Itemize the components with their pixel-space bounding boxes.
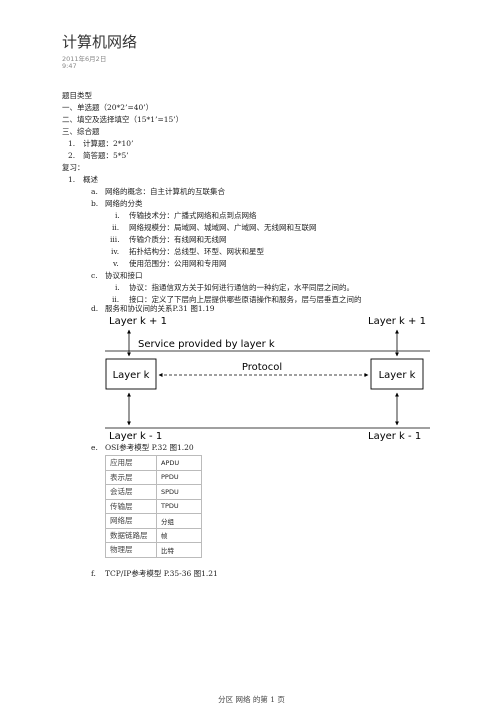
page-date: 2011年6月2日 — [62, 55, 107, 63]
item-e-label: e. — [91, 443, 98, 452]
item-b-label: b. — [91, 199, 99, 208]
osi-layer-unit: TPDU — [156, 498, 202, 514]
review-heading: 复习： — [62, 163, 85, 172]
osi-layer-name: 会话层 — [105, 484, 157, 500]
exam-sub-1: 计算题：2*10’ — [83, 139, 134, 148]
diagram-box-right-label: Layer k — [379, 370, 416, 381]
item-c-text: 协议和接口 — [105, 271, 143, 280]
item-c-label: c. — [91, 271, 98, 280]
b-i-text: 传输技术分：广播式网络和点到点网络 — [129, 211, 257, 220]
osi-layer-unit: 分组 — [156, 513, 202, 529]
diagram-bottom-left-label: Layer k - 1 — [109, 431, 162, 441]
exam-item-1: 一、单选题（20*2’=40’） — [62, 103, 154, 112]
b-iii-text: 传输介质分：有线网和无线网 — [129, 235, 227, 244]
exam-item-3: 三、综合题 — [62, 127, 100, 136]
diagram-box-right — [370, 358, 424, 390]
diagram-protocol-label: Protocol — [242, 362, 282, 373]
item-a-text: 网络的概念：自主计算机的互联集合 — [105, 187, 225, 196]
diagram-top-left-label: Layer k + 1 — [109, 316, 167, 327]
diagram-box-left-label: Layer k — [113, 370, 150, 381]
osi-layer-unit: SPDU — [156, 484, 202, 500]
page-footer: 分区 网络 的第 1 页 — [218, 695, 285, 704]
page-title: 计算机网络 — [62, 33, 138, 51]
exam-sub-2-num: 2. — [68, 151, 76, 160]
table-row: 网络层分组 — [105, 513, 202, 529]
item-e-text: OSI参考模型 P.32 图1.20 — [105, 443, 194, 452]
c-ii-label: ii. — [112, 295, 120, 304]
b-v-text: 使用范围分：公用网和专用网 — [129, 259, 227, 268]
item-f-label: f. — [91, 569, 96, 578]
b-iv-text: 拓扑结构分：总线型、环型、网状和星型 — [129, 247, 264, 256]
osi-layer-unit: 帧 — [156, 527, 202, 543]
b-ii-label: ii. — [112, 223, 120, 232]
table-row: 物理层比特 — [105, 542, 202, 558]
exam-item-2: 二、填空及选择填空（15*1’=15’） — [62, 115, 184, 124]
osi-layer-unit: PPDU — [156, 469, 202, 485]
item-b-text: 网络的分类 — [105, 199, 143, 208]
osi-layer-name: 物理层 — [105, 542, 157, 558]
diagram-top-right-label: Layer k + 1 — [368, 316, 426, 327]
page-time: 9:47 — [62, 62, 77, 70]
exam-sub-2: 简答题：5*5’ — [83, 151, 129, 160]
osi-layer-name: 传输层 — [105, 498, 157, 514]
b-v-label: v. — [113, 259, 119, 268]
section-num: 1. — [68, 175, 76, 184]
b-i-label: i. — [115, 211, 120, 220]
diagram-box-left — [105, 358, 157, 390]
b-ii-text: 网络规模分：局域网、城域网、广域网、无线网和互联网 — [129, 223, 317, 232]
osi-layer-name: 表示层 — [105, 469, 157, 485]
diagram-bottom-right-label: Layer k - 1 — [368, 431, 421, 441]
table-row: 数据链路层帧 — [105, 527, 202, 543]
c-i-label: i. — [115, 283, 120, 292]
b-iii-label: iii. — [110, 235, 120, 244]
osi-layer-name: 数据链路层 — [105, 527, 157, 543]
exam-heading: 题目类型 — [62, 91, 92, 100]
section-title: 概述 — [83, 175, 98, 184]
item-d-text: 服务和协议间的关系P.31 图1.19 — [105, 304, 215, 313]
osi-layer-unit: 比特 — [156, 542, 202, 558]
service-protocol-diagram: Layer k + 1 Layer k + 1 Service provided… — [105, 316, 430, 441]
c-ii-text: 接口：定义了下层向上层提供哪些原语操作和服务，层与层垂直之间的 — [129, 295, 362, 304]
item-a-label: a. — [91, 187, 98, 196]
osi-layer-name: 应用层 — [105, 455, 157, 471]
b-iv-label: iv. — [111, 247, 120, 256]
item-d-label: d. — [91, 304, 99, 313]
exam-sub-1-num: 1. — [68, 139, 76, 148]
item-f-text: TCP/IP参考模型 P.35-36 图1.21 — [105, 569, 218, 578]
diagram-service-label: Service provided by layer k — [138, 339, 275, 350]
c-i-text: 协议：指通信双方关于如何进行通信的一种约定，水平同层之间的。 — [129, 283, 354, 292]
osi-layer-name: 网络层 — [105, 513, 157, 529]
osi-layer-unit: APDU — [156, 455, 202, 471]
